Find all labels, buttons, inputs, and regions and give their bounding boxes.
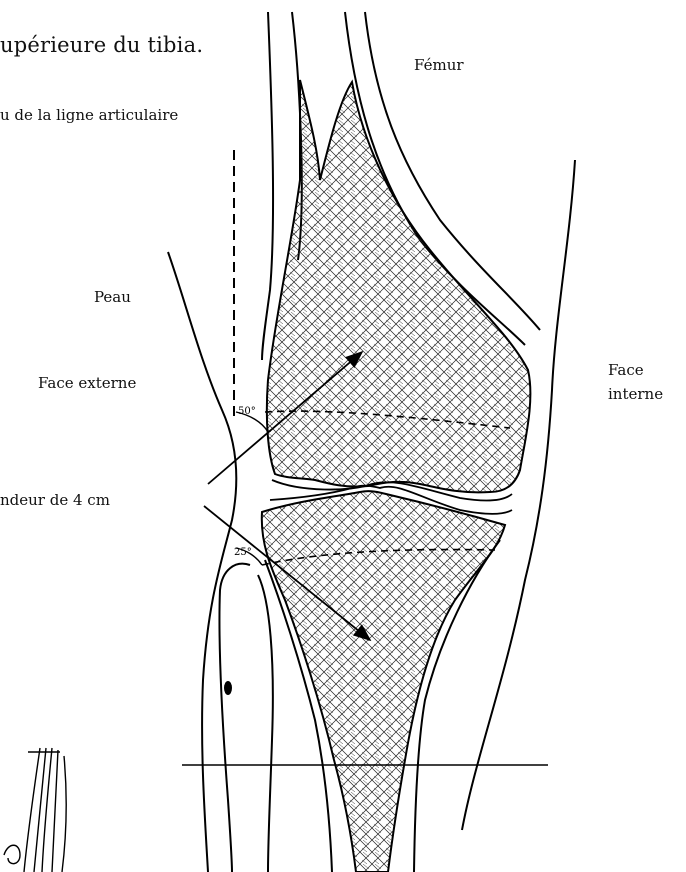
femur-shaft-line-1 bbox=[262, 12, 273, 360]
label-face-externe: Face externe bbox=[38, 374, 136, 392]
figure-subtitle: u de la ligne articulaire bbox=[0, 106, 178, 124]
femur-distal-end bbox=[267, 80, 531, 492]
label-depth: ndeur de 4 cm bbox=[0, 491, 110, 509]
label-face-interne-line1: Face bbox=[608, 361, 644, 379]
label-peau: Peau bbox=[94, 288, 131, 306]
secondary-figure-curl bbox=[4, 845, 20, 863]
tibia-proximal bbox=[262, 491, 505, 872]
skin-outline-medial bbox=[462, 160, 575, 830]
fibula-spot bbox=[224, 681, 232, 695]
angle-label-lower: 25° bbox=[234, 547, 252, 558]
angle-label-upper: 50° bbox=[238, 406, 256, 417]
label-face-interne-line2: interne bbox=[608, 385, 663, 403]
label-femur: Fémur bbox=[414, 56, 464, 74]
figure-title: upérieure du tibia. bbox=[0, 33, 203, 57]
secondary-figure-fibers bbox=[24, 748, 66, 872]
fibula bbox=[219, 564, 272, 872]
